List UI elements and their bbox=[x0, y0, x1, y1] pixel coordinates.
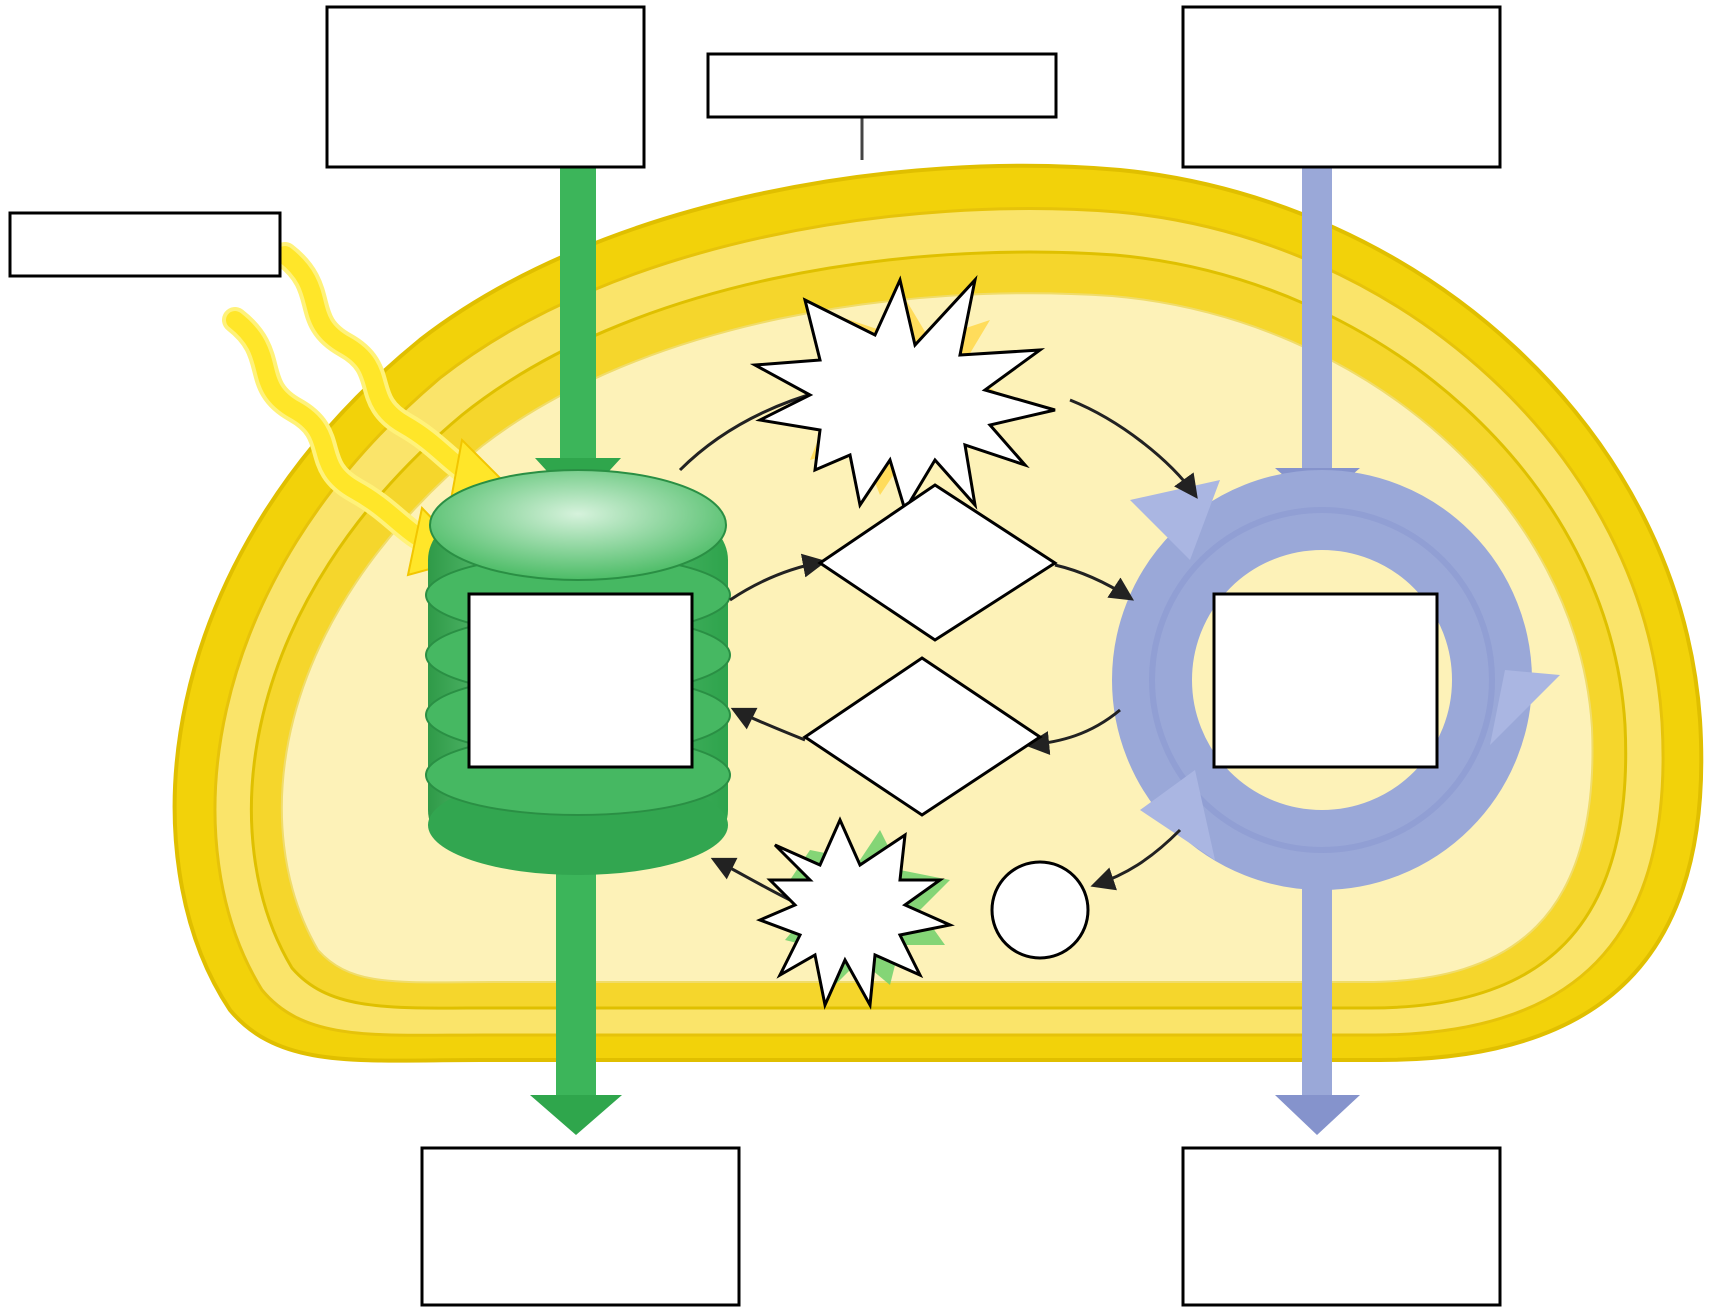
cycle-box[interactable] bbox=[1212, 592, 1439, 769]
diamond-upper[interactable] bbox=[817, 483, 1058, 642]
light-rays bbox=[222, 242, 512, 577]
small-circle[interactable] bbox=[990, 860, 1090, 960]
calvin-cycle-ring bbox=[1112, 470, 1560, 890]
top-right-box[interactable] bbox=[1181, 5, 1502, 169]
diamond-lower[interactable] bbox=[802, 656, 1043, 817]
top-center-box[interactable] bbox=[706, 52, 1058, 119]
top-left-box[interactable] bbox=[325, 5, 646, 169]
starburst-bottom[interactable] bbox=[755, 816, 955, 1010]
bottom-left-box[interactable] bbox=[420, 1146, 741, 1307]
bottom-right-box[interactable] bbox=[1181, 1146, 1502, 1307]
green-flow-arrow bbox=[530, 165, 622, 1135]
thylakoid-box[interactable] bbox=[467, 592, 694, 769]
light-box[interactable] bbox=[8, 211, 282, 278]
starburst-top[interactable] bbox=[749, 275, 1056, 514]
